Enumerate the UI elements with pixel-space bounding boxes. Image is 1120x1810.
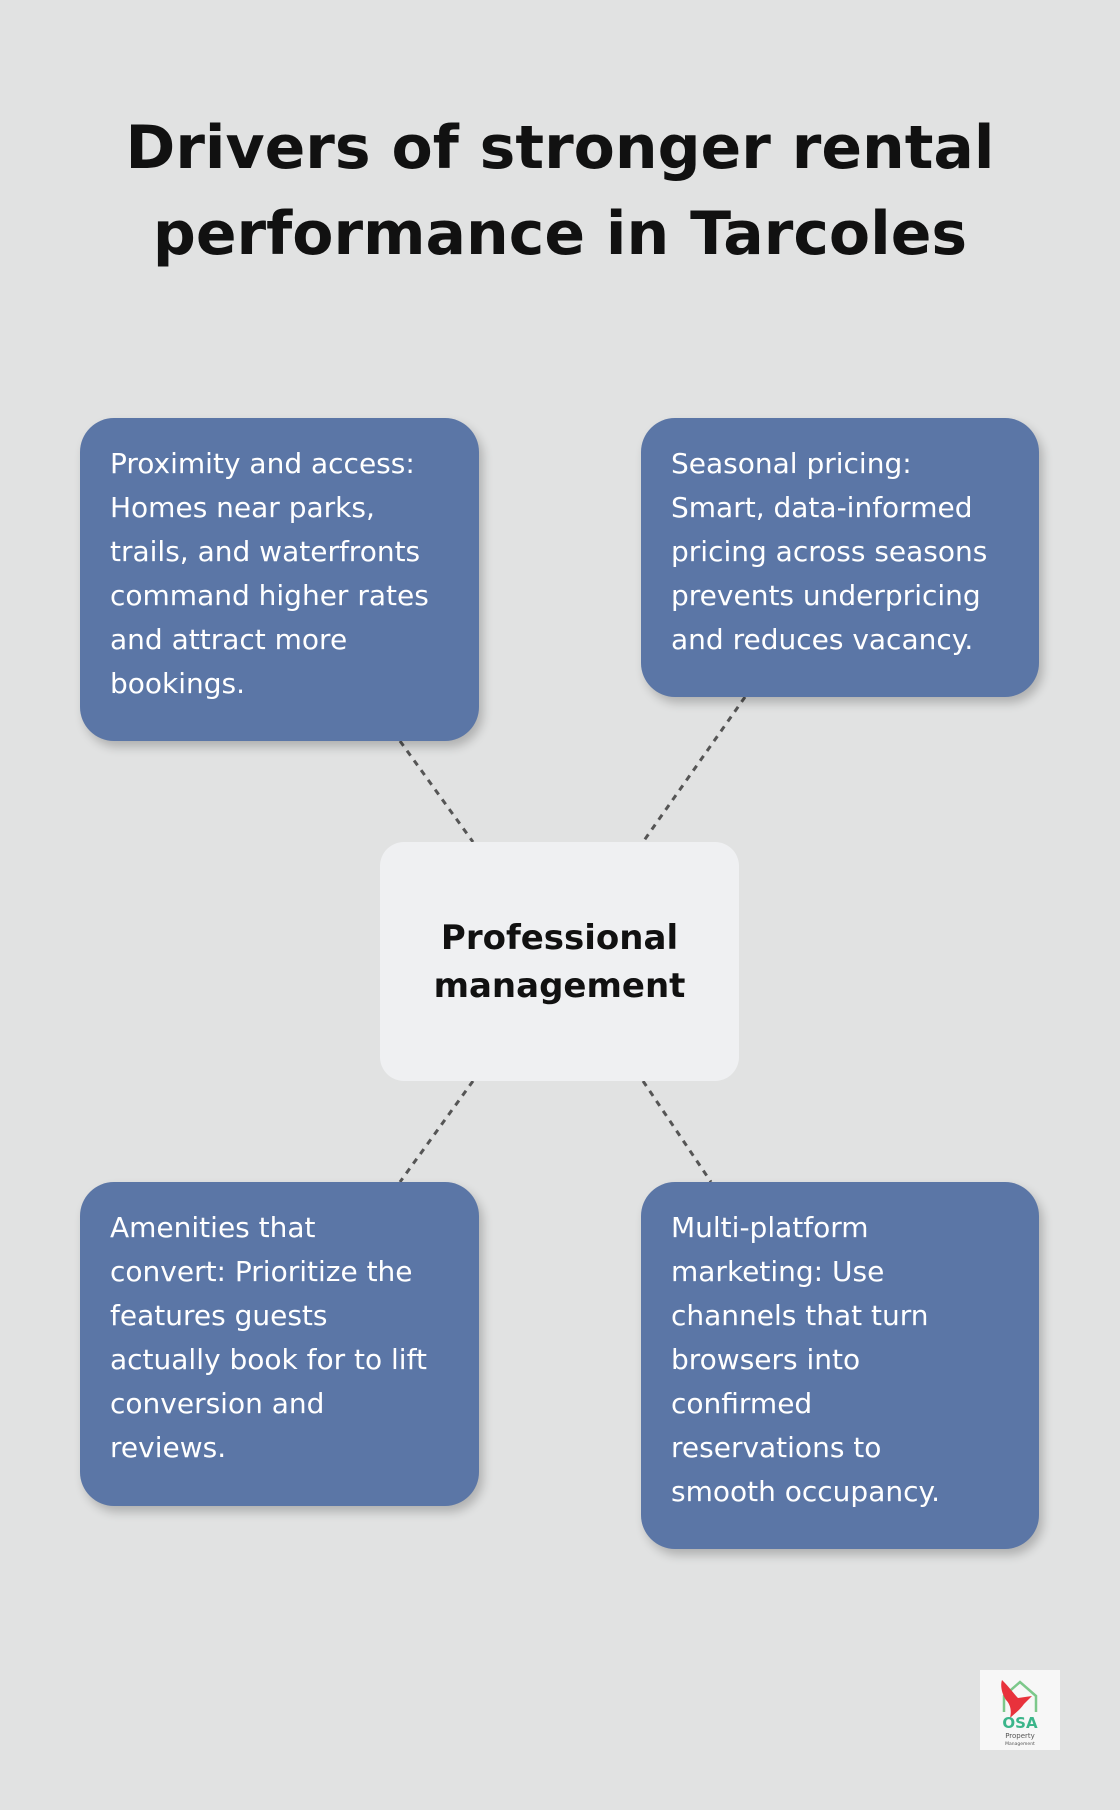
card-text: Smart, data-informed xyxy=(671,491,973,524)
title-line-2: performance in Tarcoles xyxy=(152,199,968,269)
bird-house-icon: OSA Property Management xyxy=(1001,1680,1038,1747)
card-text: actually book for to lift xyxy=(110,1343,427,1376)
center-label: Professional xyxy=(440,917,679,958)
card-text: confirmed xyxy=(671,1387,813,1420)
card-text: bookings. xyxy=(110,667,246,700)
card-proximity-access: Proximity and access: Homes near parks, … xyxy=(80,418,479,741)
page-title: Drivers of stronger rental performance i… xyxy=(0,105,1120,277)
connector-top-left xyxy=(398,740,475,843)
card-text: pricing across seasons xyxy=(671,535,988,568)
svg-text:Property: Property xyxy=(1005,1732,1035,1740)
card-multi-platform-marketing: Multi-platform marketing: Use channels t… xyxy=(641,1182,1039,1549)
title-line-1: Drivers of stronger rental xyxy=(125,113,995,183)
card-text: browsers into xyxy=(671,1343,861,1376)
center-node-professional-management: Professional management xyxy=(380,842,739,1081)
card-text: smooth occupancy. xyxy=(671,1475,940,1508)
connector-bottom-right xyxy=(641,1080,713,1183)
card-text: marketing: Use xyxy=(671,1255,885,1288)
card-text: prevents underpricing xyxy=(671,579,981,612)
card-text: command higher rates xyxy=(110,579,429,612)
card-text: features guests xyxy=(110,1299,328,1332)
card-text: conversion and xyxy=(110,1387,325,1420)
osa-logo: OSA Property Management xyxy=(980,1670,1060,1750)
svg-text:OSA: OSA xyxy=(1002,1714,1038,1732)
card-text: reservations to xyxy=(671,1431,882,1464)
card-text: Amenities that xyxy=(110,1211,316,1244)
card-text: Multi-platform xyxy=(671,1211,869,1244)
connector-top-right xyxy=(641,696,747,843)
card-text: Homes near parks, xyxy=(110,491,375,524)
card-text: convert: Prioritize the xyxy=(110,1255,413,1288)
connector-bottom-left xyxy=(398,1080,475,1183)
card-amenities: Amenities that convert: Prioritize the f… xyxy=(80,1182,479,1506)
card-text: Seasonal pricing: xyxy=(671,447,912,480)
card-text: reviews. xyxy=(110,1431,227,1464)
card-text: and reduces vacancy. xyxy=(671,623,974,656)
card-text: channels that turn xyxy=(671,1299,929,1332)
svg-text:Management: Management xyxy=(1005,1741,1035,1747)
card-text: trails, and waterfronts xyxy=(110,535,421,568)
center-label: management xyxy=(433,965,686,1006)
card-text: Proximity and access: xyxy=(110,447,415,480)
card-seasonal-pricing: Seasonal pricing: Smart, data-informed p… xyxy=(641,418,1039,697)
card-text: and attract more xyxy=(110,623,348,656)
